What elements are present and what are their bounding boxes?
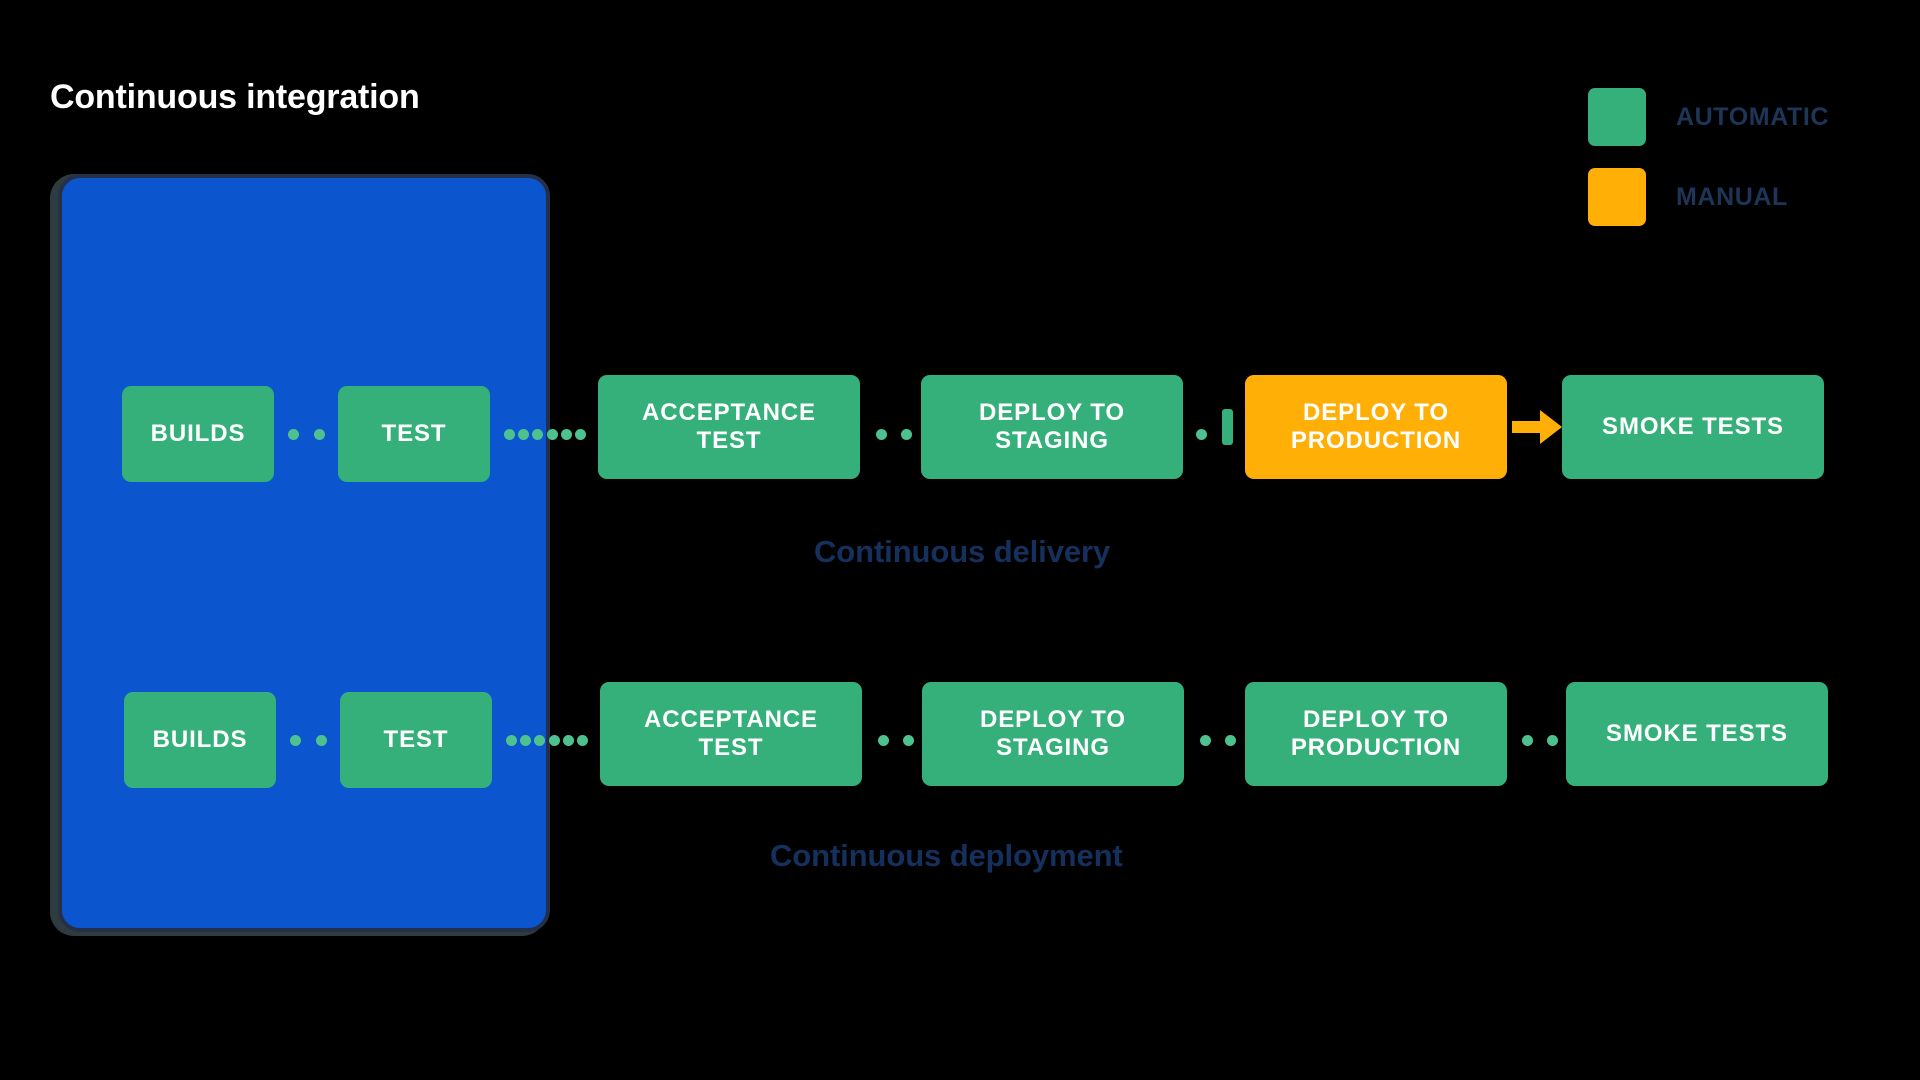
connector-dot [506, 734, 517, 746]
connector-staging-to-production-delivery [1196, 427, 1207, 441]
node-deploy-to-staging-deployment[interactable]: DEPLOY TO STAGING [922, 682, 1184, 786]
node-builds-delivery[interactable]: BUILDS [122, 386, 274, 482]
connector-dot [560, 428, 572, 440]
node-smoke-tests-delivery[interactable]: SMOKE TESTS [1562, 375, 1824, 479]
node-label-line1: ACCEPTANCE [642, 398, 816, 426]
connector-dot [518, 428, 530, 440]
node-label-line2: PRODUCTION [1290, 427, 1462, 454]
connector-dot [532, 428, 544, 440]
arrow-shaft [1512, 421, 1540, 433]
node-label: SMOKE TESTS [1606, 719, 1788, 747]
legend-item-automatic: AUTOMATIC [1588, 88, 1908, 146]
connector-dot [548, 734, 560, 746]
connector-dot [900, 428, 912, 440]
connector-dot [1200, 734, 1211, 746]
node-test-deployment[interactable]: TEST [340, 692, 492, 788]
continuous-integration-title: Continuous integration [50, 78, 420, 116]
node-label-line1: DEPLOY TO [1303, 705, 1449, 733]
connector-dot [313, 428, 325, 440]
connector-dot [1196, 428, 1207, 440]
node-label-line2: PRODUCTION [1290, 734, 1462, 761]
connector-dot [546, 428, 558, 440]
node-acceptance-test-delivery[interactable]: ACCEPTANCE TEST [598, 375, 860, 479]
legend-label-manual: MANUAL [1676, 182, 1788, 211]
node-label-line1: DEPLOY TO [1303, 398, 1449, 426]
node-label: BUILDS [152, 725, 248, 753]
connector-test-to-acceptance-deployment [506, 733, 588, 747]
connector-dot [1522, 734, 1533, 746]
connector-dot [576, 734, 588, 746]
node-deploy-to-staging-delivery[interactable]: DEPLOY TO STAGING [921, 375, 1183, 479]
connector-dot [1546, 734, 1558, 746]
continuous-integration-panel [58, 174, 550, 932]
node-deploy-to-production-deployment[interactable]: DEPLOY TO PRODUCTION [1245, 682, 1507, 786]
connector-dot [902, 734, 914, 746]
node-label: TEST [383, 725, 449, 753]
manual-gate-bar-icon [1222, 409, 1233, 445]
connector-dot [562, 734, 574, 746]
node-label-line1: ACCEPTANCE [644, 705, 818, 733]
connector-dot [878, 734, 889, 746]
node-builds-deployment[interactable]: BUILDS [124, 692, 276, 788]
node-acceptance-test-deployment[interactable]: ACCEPTANCE TEST [600, 682, 862, 786]
connector-dot [1224, 734, 1236, 746]
connector-dot [290, 734, 301, 746]
node-deploy-to-production-delivery[interactable]: DEPLOY TO PRODUCTION [1245, 375, 1507, 479]
connector-dot [876, 428, 887, 440]
green-square-swatch-icon [1588, 88, 1646, 146]
node-label-line2: TEST [698, 734, 764, 761]
node-smoke-tests-deployment[interactable]: SMOKE TESTS [1566, 682, 1828, 786]
node-label-line2: STAGING [996, 734, 1110, 761]
arrow-head [1540, 410, 1562, 444]
connector-dot [574, 428, 586, 440]
node-label-line1: DEPLOY TO [980, 705, 1126, 733]
connector-dot [315, 734, 327, 746]
connector-dot [534, 734, 546, 746]
connector-test-to-acceptance-delivery [504, 427, 586, 441]
connector-dot [520, 734, 532, 746]
node-label: TEST [381, 419, 447, 447]
arrow-production-to-smoke-tests-icon [1512, 410, 1562, 444]
node-test-delivery[interactable]: TEST [338, 386, 490, 482]
legend-item-manual: MANUAL [1588, 168, 1908, 226]
orange-square-swatch-icon [1588, 168, 1646, 226]
continuous-delivery-caption: Continuous delivery [814, 534, 1111, 569]
legend: AUTOMATIC MANUAL [1588, 88, 1908, 248]
node-label-line1: DEPLOY TO [979, 398, 1125, 426]
connector-dot [504, 428, 515, 440]
legend-label-automatic: AUTOMATIC [1676, 102, 1830, 131]
node-label-line2: TEST [696, 427, 762, 454]
continuous-deployment-caption: Continuous deployment [770, 838, 1123, 873]
node-label-line2: STAGING [995, 427, 1109, 454]
connector-dot [288, 428, 299, 440]
node-label: BUILDS [150, 419, 246, 447]
node-label: SMOKE TESTS [1602, 412, 1784, 440]
